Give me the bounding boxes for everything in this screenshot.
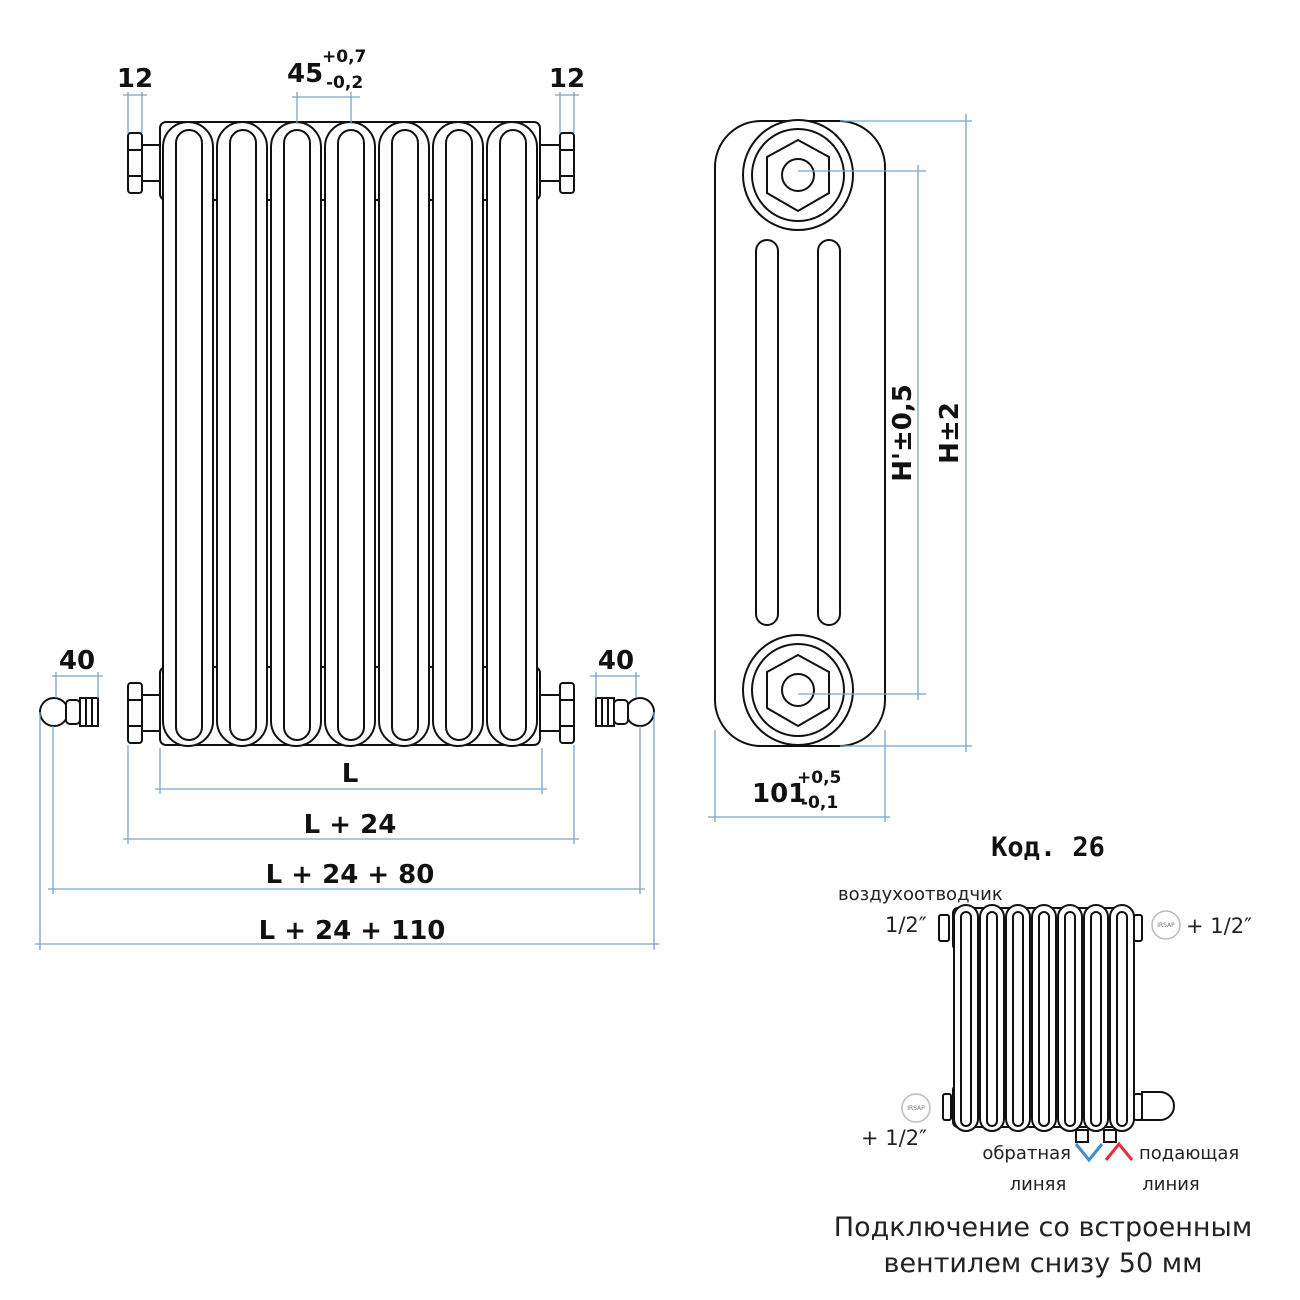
return-line-label-1: обратная bbox=[982, 1143, 1071, 1164]
inset-connection-code: Код. 26 bbox=[834, 832, 1252, 1279]
side-slot-1 bbox=[755, 239, 779, 626]
length-label-3: L + 24 + 80 bbox=[266, 860, 435, 890]
tube-3 bbox=[283, 129, 311, 741]
tube-6 bbox=[445, 129, 473, 741]
air-vent-label: воздухоотводчик bbox=[838, 884, 1003, 905]
svg-text:IRSAP: IRSAP bbox=[907, 1105, 925, 1112]
irsap-badge-bottom-left: IRSAP bbox=[901, 1093, 931, 1123]
front-dimension-lines bbox=[35, 92, 659, 950]
radiator-columns bbox=[159, 121, 541, 747]
top-left-plug bbox=[127, 132, 161, 194]
right-valve-fitting bbox=[595, 697, 655, 727]
dim-pitch: 45 bbox=[287, 59, 323, 89]
tube-4 bbox=[337, 129, 365, 741]
supply-arrow-icon bbox=[1104, 1141, 1134, 1161]
bottom-right-plug bbox=[539, 682, 575, 744]
tube-5 bbox=[391, 129, 419, 741]
inset-caption-line-2: вентилем снизу 50 мм bbox=[884, 1248, 1203, 1279]
top-right-plug bbox=[539, 132, 575, 194]
length-label-1: L bbox=[342, 759, 359, 789]
length-label-2: L + 24 bbox=[304, 810, 397, 840]
svg-text:IRSAP: IRSAP bbox=[1157, 922, 1175, 929]
dim-h-prime: H'±0,5 bbox=[888, 384, 918, 482]
top-connection bbox=[742, 119, 854, 231]
dim-left-top: 12 bbox=[117, 64, 153, 94]
side-view: H'±0,5 H±2 101 +0,5 -0,1 bbox=[708, 114, 972, 822]
return-line-label-2: линяя bbox=[1010, 1174, 1067, 1195]
tube-1 bbox=[175, 129, 203, 741]
dim-left-bottom: 40 bbox=[59, 646, 95, 676]
supply-line-label-2: линия bbox=[1142, 1174, 1200, 1195]
front-view: 12 12 45 +0,7 -0,2 40 40 L L + 24 L + 24… bbox=[35, 47, 659, 950]
bottom-left-plug bbox=[127, 682, 161, 744]
tube-2 bbox=[229, 129, 257, 741]
dim-pitch-tol-upper: +0,7 bbox=[322, 47, 366, 67]
tube-7 bbox=[499, 129, 527, 741]
irsap-badge-top-right: IRSAP bbox=[1151, 910, 1181, 940]
mini-radiator bbox=[938, 904, 1175, 1143]
dim-pitch-tol-lower: -0,2 bbox=[326, 73, 363, 93]
length-label-4: L + 24 + 110 bbox=[259, 916, 446, 946]
top-right-size-label: + 1/2″ bbox=[1186, 914, 1252, 938]
supply-line-label-1: подающая bbox=[1139, 1143, 1239, 1164]
dim-right-bottom: 40 bbox=[598, 646, 634, 676]
left-valve-fitting bbox=[39, 697, 99, 727]
bottom-left-size-label: + 1/2″ bbox=[861, 1126, 927, 1150]
air-vent-size: 1/2″ bbox=[885, 913, 927, 937]
return-arrow-icon bbox=[1074, 1143, 1104, 1163]
bottom-connection bbox=[742, 634, 854, 746]
dim-depth-tol-upper: +0,5 bbox=[797, 768, 841, 788]
dim-depth: 101 bbox=[752, 779, 806, 809]
inset-title: Код. 26 bbox=[991, 832, 1105, 863]
dim-depth-tol-lower: -0,1 bbox=[801, 793, 838, 813]
inset-caption-line-1: Подключение со встроенным bbox=[834, 1212, 1252, 1243]
dim-right-top: 12 bbox=[549, 64, 585, 94]
side-slot-2 bbox=[817, 239, 841, 626]
dim-h: H±2 bbox=[935, 402, 965, 464]
